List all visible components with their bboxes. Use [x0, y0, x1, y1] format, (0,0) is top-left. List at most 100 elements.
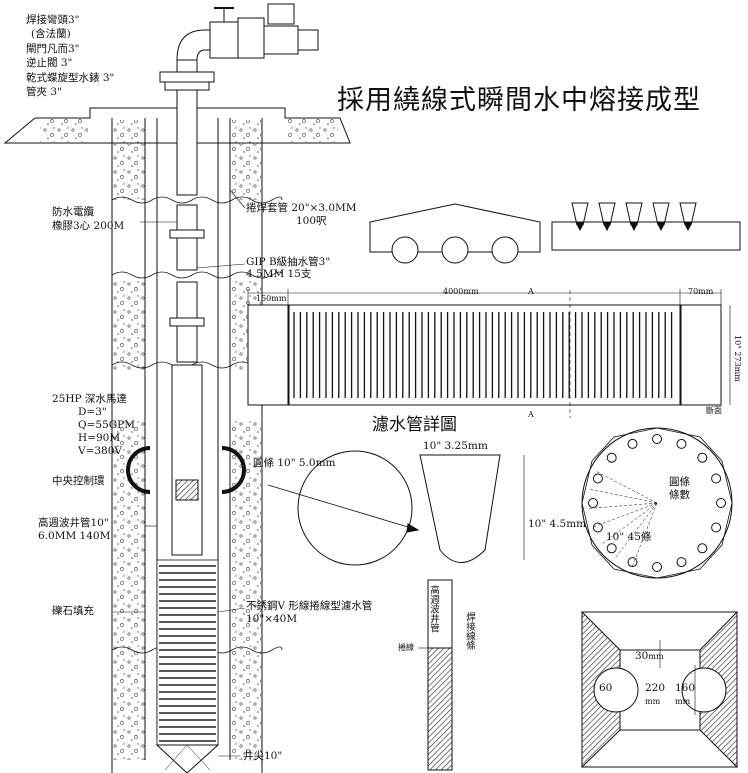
circle-label-1: 圓條: [669, 476, 690, 488]
screen-pipe-label-2: 10"×40M: [246, 613, 298, 625]
cable-label-2: 橡膠3心 200M: [52, 220, 125, 232]
rod-dot: [697, 452, 708, 463]
spoke: [600, 502, 658, 546]
top-label-2: (含法蘭): [31, 28, 71, 40]
wedge-wire-tip: [602, 221, 612, 232]
casing-label-1: 捲焊套管 20"×3.0MM: [246, 202, 357, 214]
gravel-left-upper: [113, 120, 145, 200]
wedge-wire-tip: [575, 221, 585, 232]
box-top-dim-unit: mm: [648, 652, 664, 661]
rod-dot: [606, 543, 617, 554]
top-label-4: 逆止閥 3": [26, 57, 73, 69]
pump-label-5: V=380V: [78, 445, 123, 457]
spoke: [594, 470, 658, 504]
control-ring-right: [221, 446, 246, 494]
spoke: [587, 502, 658, 509]
gravel-left-mid: [113, 280, 145, 370]
rod-dot: [652, 434, 662, 444]
pump-label-4: H=90M: [78, 432, 121, 444]
dim-diameter: 10" 273mm: [733, 335, 742, 382]
gravel-right-upper: [230, 120, 261, 200]
top-label-5: 乾式蝶旋型水錶 3": [26, 72, 115, 84]
rod-dot: [652, 562, 662, 572]
dim-right-end: 70mm: [688, 287, 714, 296]
coupling-2: [169, 317, 205, 327]
pump-motor: [171, 364, 203, 556]
well-screen: [156, 559, 219, 746]
box-right-dim-value: 160: [675, 682, 696, 694]
wellhead-flange: [159, 71, 215, 83]
wire-profile-right: [551, 221, 741, 251]
well-pipe-label-2: 6.0MM 140M: [38, 530, 111, 542]
cable-label-1: 防水電纜: [52, 206, 94, 218]
gravel-right-low: [230, 420, 261, 760]
box-top-dim-value: 30: [635, 650, 649, 662]
rod-dot: [588, 498, 598, 508]
circle-label-2: 條數: [669, 489, 690, 501]
section-mark-bottom: A: [528, 410, 534, 419]
pump-label-2: D=3": [78, 406, 107, 418]
section-label: 斷面: [706, 406, 722, 415]
detail-title: 濾水管詳圖: [372, 415, 457, 435]
box-center-dim-value: 220: [645, 682, 666, 694]
top-label-6: 管夾 3": [26, 86, 62, 98]
cap-hatch-right: [288, 119, 338, 142]
pipe-detail-side: 捲線: [398, 643, 414, 652]
dim-length: 4000mm: [443, 287, 479, 296]
wedge-wire-tip: [629, 221, 639, 232]
box-left-dim: 60: [599, 682, 613, 694]
spoke: [588, 488, 658, 504]
wedge-wire-tip: [656, 221, 666, 232]
spoke: [631, 502, 658, 569]
rod-dot: [676, 557, 687, 568]
box-top-dim: 30mm: [635, 650, 664, 663]
circle-count: 10" 45條: [606, 531, 652, 543]
wire-section-views: [369, 202, 741, 264]
pipe-detail-left: 高週波井管: [428, 585, 439, 633]
rod-details: [267, 427, 733, 579]
screen-pipe-outline: [247, 304, 722, 406]
main-title: 採用繞線式瞬間水中熔接成型: [337, 85, 701, 116]
box-center-dim-unit: mm: [645, 697, 661, 706]
cap-hatch: [40, 119, 88, 142]
pump-label-1: 25HP 深水馬達: [52, 393, 127, 405]
spoke: [614, 502, 658, 559]
rod-dots: [588, 434, 726, 572]
top-label-1: 焊接彎頭3": [26, 14, 80, 26]
rod-dot: [606, 452, 617, 463]
wedge-wires: [571, 202, 697, 232]
well-tip-label: 井尖10": [243, 750, 283, 762]
well-pipe-label-1: 高週波井管10": [38, 517, 109, 529]
rod-dot: [627, 438, 638, 449]
dim-left-end: 150mm: [256, 294, 287, 303]
well-tip: [155, 744, 220, 773]
spokes: [587, 470, 658, 569]
pump-label-3: Q=55GPM: [78, 419, 135, 431]
section-mark-top: A: [528, 287, 534, 296]
control-ring-label: 中央控制環: [52, 475, 105, 487]
weld-elbow: [176, 29, 211, 61]
rod-dot: [592, 522, 603, 533]
screen-slots: [159, 565, 216, 742]
casing-label-2: 100呎: [296, 215, 327, 227]
rod-top-label: 10" 3.25mm: [423, 440, 488, 452]
rod-dot: [592, 473, 603, 484]
bottom-box: [581, 610, 738, 769]
pipe-slots: [293, 312, 673, 398]
spoke: [591, 502, 658, 528]
rod-dot: [697, 543, 708, 554]
pipe-detail-right: 焊接線條: [464, 612, 475, 650]
rod-label: 圓條 10" 5.0mm: [253, 457, 336, 469]
rod-dot: [716, 498, 726, 508]
check-valve: [237, 17, 265, 59]
rod-side-label: 10" 4.5mm: [528, 518, 587, 530]
rod-dot: [676, 438, 687, 449]
gate-valve: [209, 21, 239, 59]
gravel-label: 礫石填充: [52, 605, 94, 617]
rod-dot: [711, 473, 722, 484]
water-meter: [263, 25, 299, 55]
rod-circle: [297, 450, 413, 566]
